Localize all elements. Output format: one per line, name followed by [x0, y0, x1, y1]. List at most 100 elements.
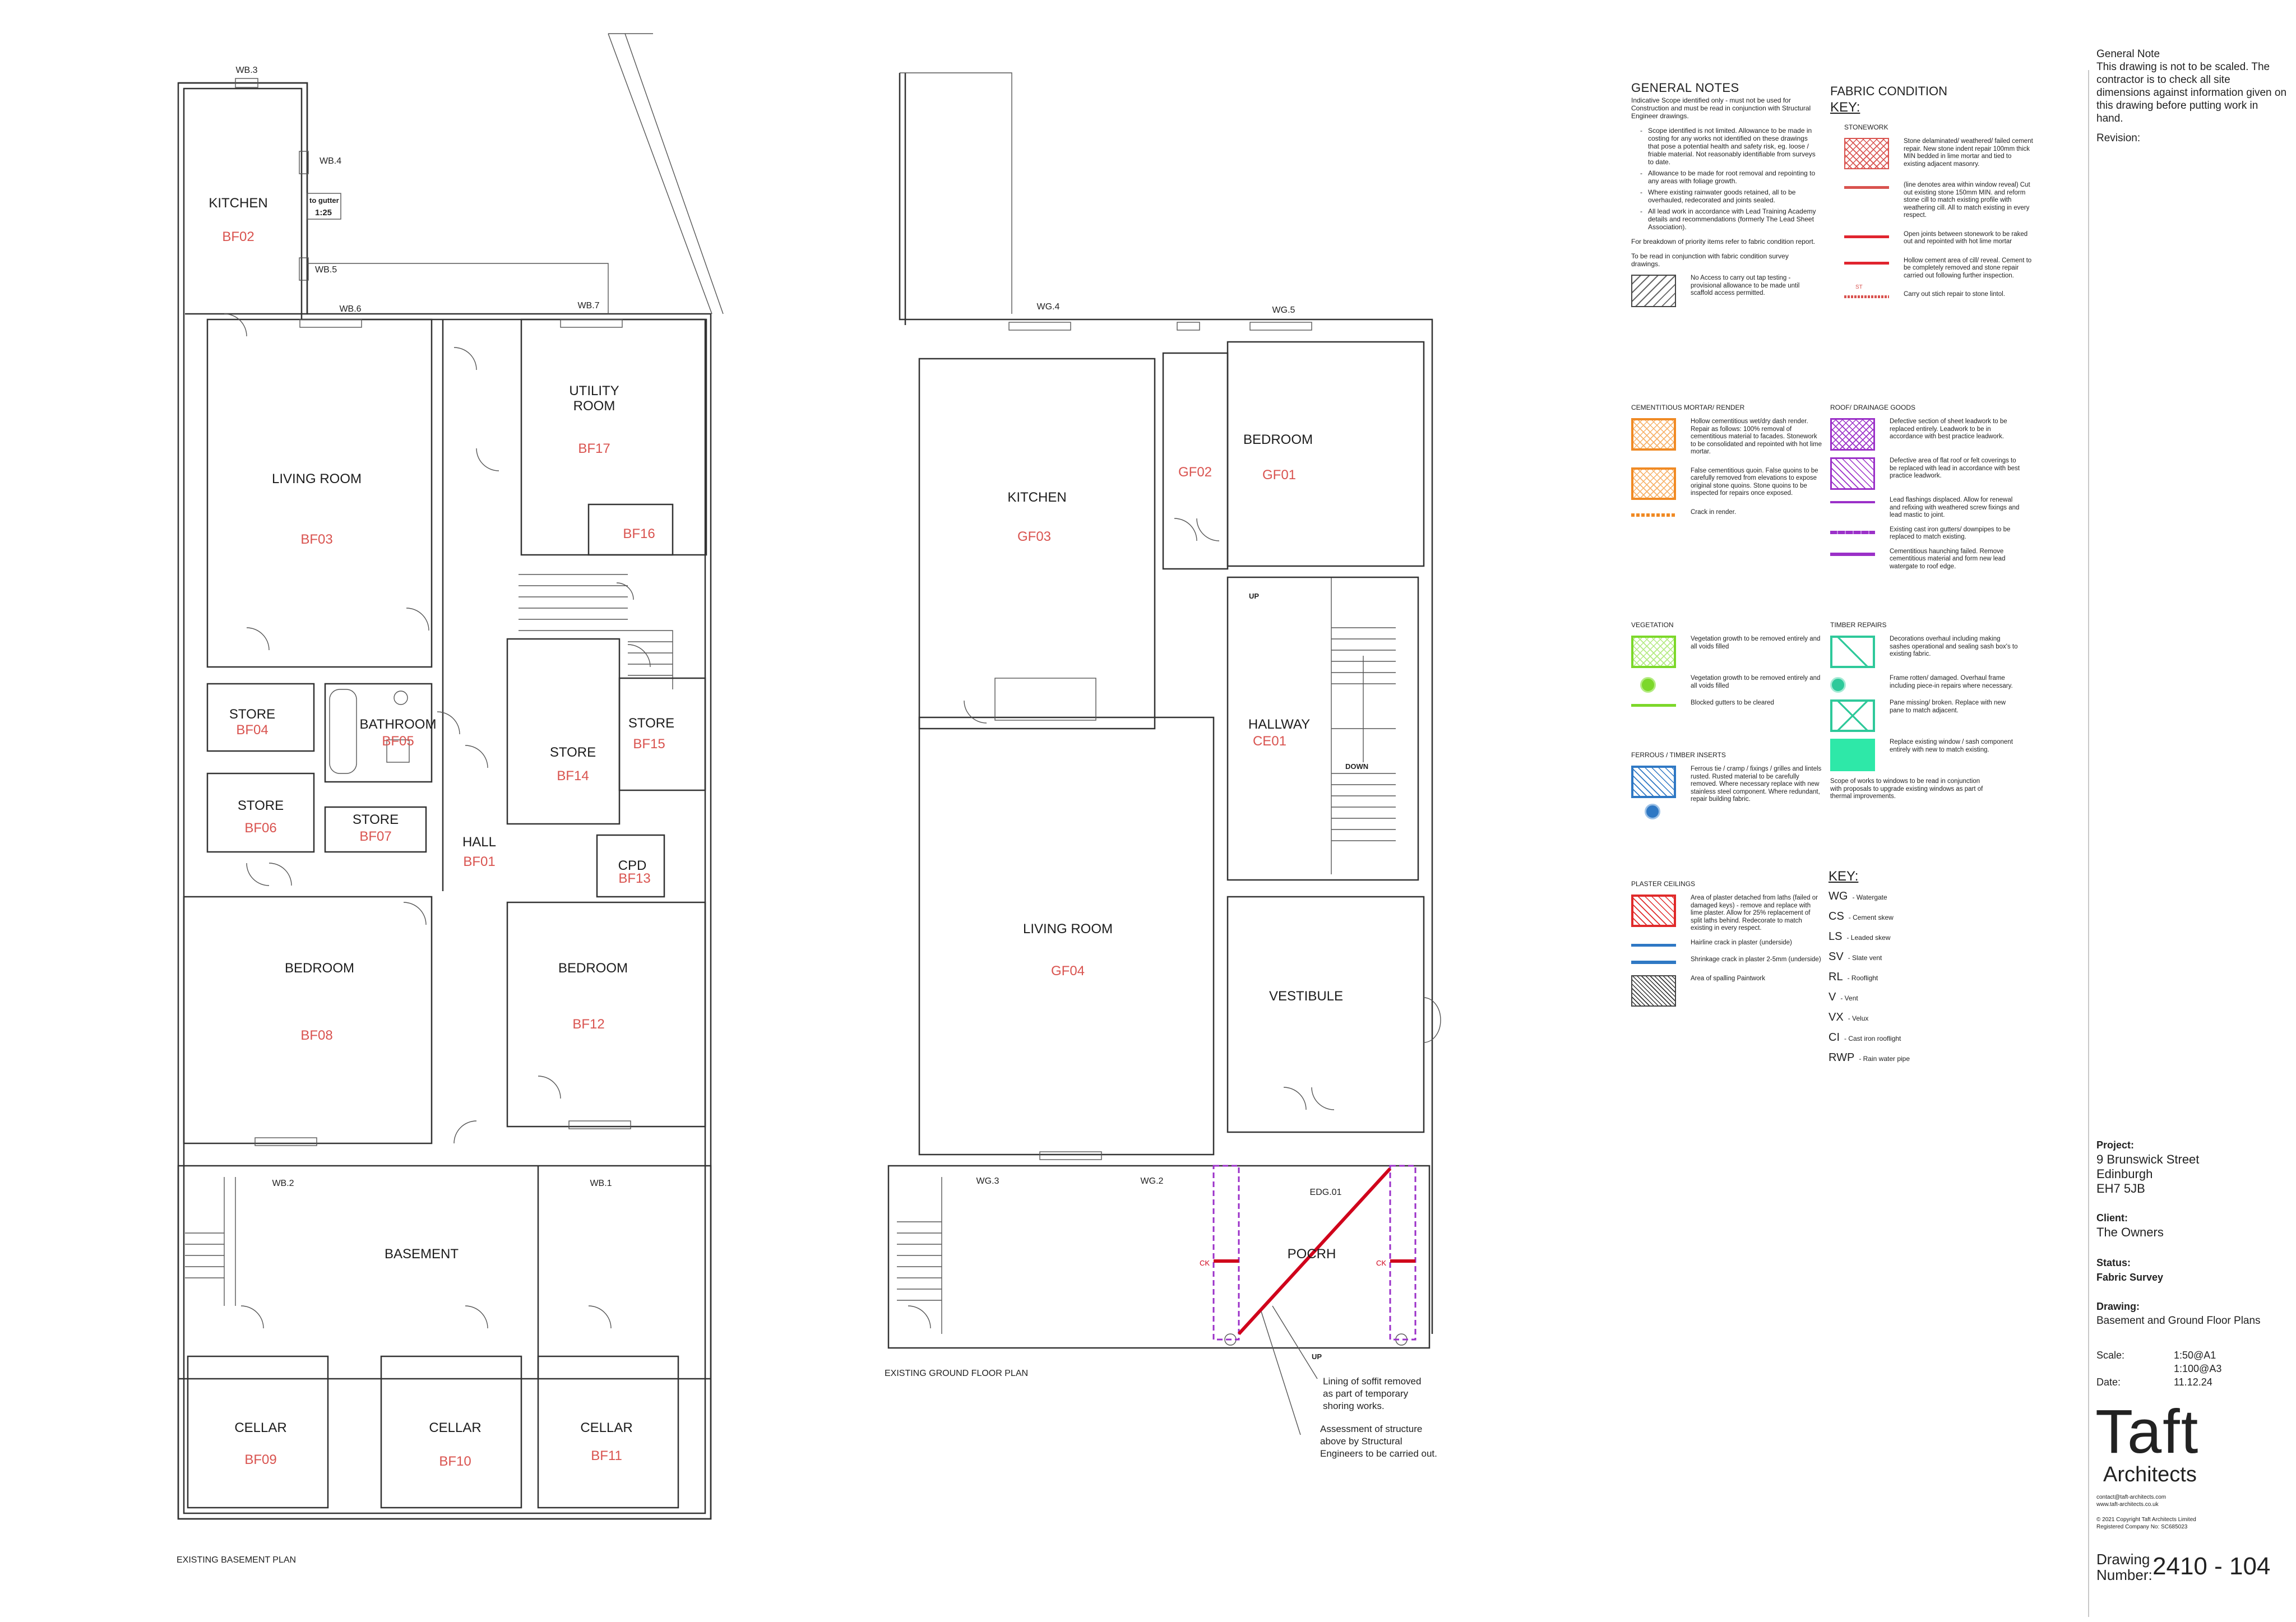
- bf-room-name: CPD: [618, 858, 647, 873]
- contact-block: contact@taft-architects.com www.taft-arc…: [2096, 1494, 2287, 1531]
- stair-down-label: DOWN: [1345, 762, 1368, 771]
- drawing-label: Drawing:: [2096, 1301, 2140, 1312]
- project-block: Project: 9 Brunswick Street Edinburgh EH…: [2096, 1138, 2287, 1196]
- client-label: Client:: [2096, 1212, 2128, 1224]
- gf-room-code: GF02: [1178, 465, 1212, 480]
- structure-annotation: Assessment of structure above by Structu…: [1320, 1424, 1437, 1459]
- legend-desc: Stone delaminated/ weathered/ failed cem…: [1904, 138, 2033, 168]
- notes-intro: Indicative Scope identified only - must …: [1631, 96, 1811, 120]
- legend-desc: Vegetation growth to be removed entirely…: [1691, 675, 1821, 689]
- fabric-condition-legend: FABRIC CONDITION KEY:: [1830, 84, 2032, 121]
- fabric-title: FABRIC CONDITION: [1830, 84, 1948, 98]
- gf-room-code: GF01: [1262, 467, 1296, 483]
- gf-room-name: LIVING ROOM: [1023, 921, 1113, 937]
- abbr-key-title: KEY:: [1829, 869, 1859, 884]
- abbr-label: - Cast iron rooflight: [1844, 1035, 1901, 1042]
- window-label: WG.4: [1037, 302, 1060, 312]
- legend-desc: False cementitious quoin. False quoins t…: [1691, 467, 1818, 497]
- bf-room-name: ROOM: [573, 398, 615, 414]
- legend-desc: Cementitious haunching failed. Remove ce…: [1890, 548, 2006, 570]
- legend-heading: FERROUS / TIMBER INSERTS: [1631, 751, 1726, 759]
- bf-room-code: BF07: [359, 829, 391, 844]
- client-name: The Owners: [2096, 1225, 2164, 1239]
- project-line: Edinburgh: [2096, 1167, 2153, 1181]
- gf-room-name: HALLWAY: [1248, 717, 1310, 732]
- no-access-desc: No Access to carry out tap testing - pro…: [1691, 275, 1800, 296]
- stitch-repair-line-icon: ST: [1844, 284, 1889, 301]
- notes-item: Where existing rainwater goods retained,…: [1648, 188, 1816, 204]
- legend-desc: Frame rotten/ damaged. Overhaul frame in…: [1890, 675, 2013, 689]
- abbr-code: WG: [1829, 890, 1848, 902]
- ferrous-swatch: [1631, 766, 1676, 798]
- shrinkage-crack-line-icon: [1631, 956, 1676, 966]
- bf-room-name: BEDROOM: [285, 961, 354, 976]
- legend-desc: (line denotes area within window reveal)…: [1904, 182, 2030, 219]
- drawing-title: Basement and Ground Floor Plans: [2096, 1315, 2261, 1327]
- ferrous-dot-icon: [1645, 804, 1660, 819]
- status-block: Status: Fabric Survey: [2096, 1255, 2287, 1285]
- legend-desc: Area of spalling Paintwork: [1691, 975, 1765, 982]
- legend-heading: PLASTER CEILINGS: [1631, 880, 1696, 888]
- abbr-label: - Cement skew: [1848, 914, 1894, 921]
- ground-floor-plan: [608, 33, 1441, 1435]
- bf-room-code: BF01: [463, 854, 495, 869]
- title-block-divider: [2088, 70, 2089, 1617]
- window-label: WG.3: [976, 1176, 999, 1186]
- bf-room-code: BF03: [300, 532, 332, 547]
- bf-room-code: BF12: [572, 1017, 604, 1032]
- general-notes-title: GENERAL NOTES: [1631, 81, 1739, 95]
- stitch-tag: ST: [1855, 284, 1863, 290]
- bf-room-name: BATHROOM: [360, 717, 437, 732]
- legend-cementitious: CEMENTITIOUS MORTAR/ RENDER Hollow cemen…: [1631, 404, 1822, 526]
- gutter-scale: 1:25: [315, 208, 332, 217]
- flat-roof-swatch: [1830, 457, 1875, 490]
- bf-room-code: BF13: [618, 871, 650, 886]
- abbreviation-key: KEY: WG- Watergate CS- Cement skew LS- L…: [1829, 868, 1941, 1072]
- legend-desc: Replace existing window / sash component…: [1890, 739, 2013, 753]
- haunching-line-icon: [1830, 548, 1875, 558]
- hollow-render-swatch: [1631, 418, 1676, 451]
- open-joints-line-icon: [1844, 231, 1889, 241]
- legend-desc: Defective section of sheet leadwork to b…: [1890, 418, 2007, 440]
- legend-ferrous: FERROUS / TIMBER INSERTS Ferrous tie / c…: [1631, 751, 1822, 826]
- basement-plan: [177, 33, 712, 1520]
- legend-desc: Lead flashings displaced. Allow for rene…: [1890, 497, 2020, 518]
- scale-label: Scale:: [2096, 1350, 2125, 1361]
- bf-room-code: BF15: [633, 736, 665, 752]
- window-label: WB.1: [590, 1179, 612, 1188]
- legend-heading: ROOF/ DRAINAGE GOODS: [1830, 404, 1916, 411]
- legend-desc: Shrinkage crack in plaster 2-5mm (unders…: [1691, 956, 1821, 963]
- false-quoin-swatch: [1631, 467, 1676, 500]
- legend-vegetation: VEGETATION Vegetation growth to be remov…: [1631, 621, 1822, 716]
- stone-indent-swatch: [1844, 138, 1889, 169]
- legend-desc: Pane missing/ broken. Replace with new p…: [1890, 699, 2006, 714]
- sheet-lead-swatch: [1830, 418, 1875, 451]
- gf-room-name: KITCHEN: [1007, 490, 1066, 505]
- abbr-code: V: [1829, 991, 1836, 1003]
- abbr-label: - Slate vent: [1848, 954, 1882, 962]
- pane-missing-swatch: [1830, 699, 1875, 732]
- abbr-label: - Rain water pipe: [1859, 1055, 1910, 1063]
- legend-desc: Hollow cement area of cill/ reveal. Ceme…: [1904, 257, 2032, 279]
- notes-list: Scope identified is not limited. Allowan…: [1631, 127, 1816, 231]
- window-label: WB.5: [315, 265, 337, 275]
- revision-label: Revision:: [2096, 132, 2141, 144]
- fabric-key-title: KEY:: [1830, 100, 1860, 115]
- bf-room-name: UTILITY: [569, 383, 619, 398]
- project-label: Project:: [2096, 1139, 2135, 1151]
- bf-room-name: STORE: [353, 812, 399, 827]
- bf-room-name: STORE: [550, 745, 596, 760]
- bf-room-code: BF17: [578, 441, 610, 456]
- replace-window-swatch: [1830, 739, 1875, 771]
- copyright-line: © 2021 Copyright Taft Architects Limited: [2096, 1517, 2196, 1523]
- notes-item: All lead work in accordance with Lead Tr…: [1648, 207, 1816, 231]
- bf-room-code: BF08: [300, 1028, 332, 1043]
- general-note-text: This drawing is not to be scaled. The co…: [2096, 61, 2287, 124]
- scale-value: 1:50@A1: [2174, 1350, 2216, 1361]
- bf-room-name: CELLAR: [429, 1420, 481, 1435]
- legend-desc: Hollow cementitious wet/dry dash render.…: [1691, 418, 1822, 455]
- legend-heading: STONEWORK: [1844, 123, 1888, 131]
- gf-room-name: VESTIBULE: [1269, 989, 1343, 1004]
- contact-line: contact@taft-architects.com: [2096, 1494, 2167, 1500]
- bf-room-code: BF05: [382, 734, 414, 749]
